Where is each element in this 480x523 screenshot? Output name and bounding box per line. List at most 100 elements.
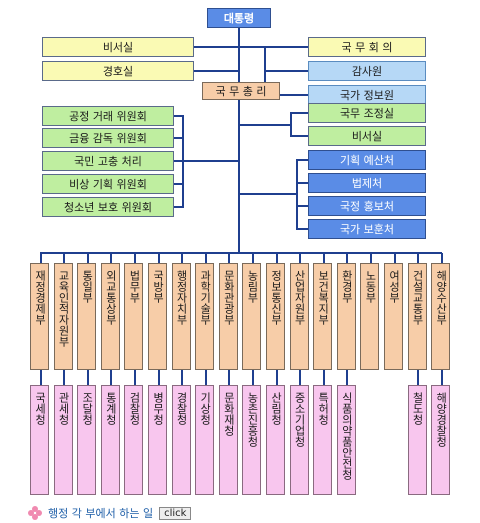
pm-left-box-3: 비상 기획 위원회 xyxy=(42,174,174,194)
agency-box-13: 식품의약품안전청 xyxy=(336,385,356,495)
connector-line xyxy=(266,70,308,72)
ministry-box-13: 환경부 xyxy=(336,263,356,370)
connector-line xyxy=(290,112,308,114)
connector-line xyxy=(157,370,160,385)
president-box: 대통령 xyxy=(207,8,271,28)
pm-right-box-coordination: 국무 조정실 xyxy=(308,103,426,123)
connector-line xyxy=(39,370,42,385)
agency-box-9: 농촌진흥청 xyxy=(242,385,262,495)
ministry-box-12: 보건복지부 xyxy=(313,263,333,370)
agency-box-11: 중소기업청 xyxy=(289,385,309,495)
agency-box-1: 관세청 xyxy=(53,385,73,495)
pm-right-blue-box-3: 국가 보훈처 xyxy=(308,219,426,239)
ministry-box-3: 외교통상부 xyxy=(100,263,120,370)
connector-line xyxy=(182,160,238,162)
agency-box-7: 기상청 xyxy=(195,385,215,495)
connector-line xyxy=(110,370,113,385)
connector-line xyxy=(299,370,302,385)
ministry-box-6: 행정자치부 xyxy=(171,263,191,370)
connector-line xyxy=(275,370,278,385)
connector-line xyxy=(181,370,184,385)
connector-line xyxy=(417,253,420,263)
connector-line xyxy=(296,159,308,161)
connector-line xyxy=(204,370,207,385)
connector-line xyxy=(251,253,254,263)
connector-line xyxy=(86,370,89,385)
connector-line xyxy=(86,253,89,263)
ministry-bus-line xyxy=(39,252,442,254)
connector-line xyxy=(440,370,443,385)
agency-box-0: 국세청 xyxy=(30,385,49,495)
agency-box-14: 철도청 xyxy=(407,385,427,495)
connector-line xyxy=(194,46,238,48)
ministry-box-15: 여성부 xyxy=(384,263,403,370)
ministry-box-17: 해양수산부 xyxy=(431,263,451,370)
connector-line xyxy=(299,253,302,263)
agency-box-6: 경찰청 xyxy=(171,385,191,495)
connector-line xyxy=(174,137,182,139)
ministry-box-14: 노동부 xyxy=(360,263,380,370)
connector-line xyxy=(322,370,325,385)
connector-line xyxy=(251,370,254,385)
agency-box-12: 특허청 xyxy=(313,385,333,495)
agency-box-5: 병무청 xyxy=(148,385,167,495)
connector-line xyxy=(63,253,66,263)
connector-line xyxy=(417,370,420,385)
ministry-box-5: 국방부 xyxy=(148,263,167,370)
flower-icon xyxy=(28,506,42,520)
connector-line xyxy=(240,46,308,48)
ministry-box-7: 과학기술부 xyxy=(195,263,215,370)
pm-left-box-1: 금융 감독 위원회 xyxy=(42,128,174,148)
pm-left-box-4: 청소년 보호 위원회 xyxy=(42,197,174,217)
pm-right-blue-box-1: 법제처 xyxy=(308,173,426,193)
click-button[interactable]: click xyxy=(159,506,192,520)
pm-left-box-2: 국민 고충 처리 xyxy=(42,151,174,171)
ministry-box-8: 문화관광부 xyxy=(218,263,238,370)
agency-box-8: 문화재청 xyxy=(218,385,238,495)
connector-line xyxy=(440,253,443,263)
connector-line xyxy=(174,206,182,208)
agency-box-15: 해양경찰청 xyxy=(431,385,451,495)
connector-line xyxy=(181,253,184,263)
connector-line xyxy=(228,370,231,385)
prime-minister-box: 국 무 총 리 xyxy=(202,82,280,100)
connector-line xyxy=(290,135,308,137)
pm-right-box-secretariat: 비서실 xyxy=(308,126,426,146)
agency-box-2: 조달청 xyxy=(77,385,97,495)
pm-left-box-0: 공정 거래 위원회 xyxy=(42,106,174,126)
footer-link[interactable]: 행정 각 부에서 하는 일 xyxy=(48,507,154,520)
ministry-box-4: 법무부 xyxy=(124,263,144,370)
connector-line xyxy=(133,253,136,263)
connector-line xyxy=(39,253,42,263)
connector-line xyxy=(204,253,207,263)
connector-line xyxy=(63,370,66,385)
connector-line xyxy=(133,370,136,385)
connector-line xyxy=(174,160,182,162)
agency-box-3: 통계청 xyxy=(100,385,120,495)
ministry-box-0: 재정경제부 xyxy=(30,263,49,370)
connector-line xyxy=(296,205,308,207)
ministry-box-16: 건설교통부 xyxy=(407,263,427,370)
right-box-audit: 감사원 xyxy=(308,61,426,81)
connector-line xyxy=(194,70,238,72)
ministry-box-11: 산업자원부 xyxy=(289,263,309,370)
connector-line xyxy=(296,182,308,184)
connector-line xyxy=(157,253,160,263)
connector-line xyxy=(275,253,278,263)
connector-line xyxy=(346,253,349,263)
right-box-nis: 국가 정보원 xyxy=(308,85,426,105)
connector-line xyxy=(296,228,308,230)
connector-line xyxy=(266,94,308,96)
connector-line xyxy=(296,159,298,230)
connector-line xyxy=(290,112,292,137)
connector-line xyxy=(174,115,182,117)
connector-line xyxy=(393,253,396,263)
ministry-box-1: 교육인적자원부 xyxy=(53,263,73,370)
agency-box-4: 검찰청 xyxy=(124,385,144,495)
pm-right-blue-box-2: 국정 홍보처 xyxy=(308,196,426,216)
footer: 행정 각 부에서 하는 일 click xyxy=(28,505,192,521)
connector-line xyxy=(174,183,182,185)
right-box-cabinet: 국 무 회 의 xyxy=(308,37,426,57)
ministry-box-10: 정보통신부 xyxy=(266,263,285,370)
